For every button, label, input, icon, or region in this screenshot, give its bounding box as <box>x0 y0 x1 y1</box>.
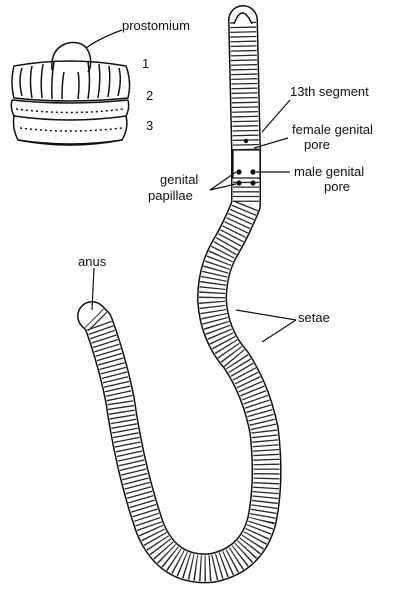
label-male-genital-pore: male genital pore <box>294 164 368 194</box>
label-setae: setae <box>298 310 330 325</box>
anterior-end-detail <box>11 30 129 145</box>
label-13th-segment: 13th segment <box>290 84 369 99</box>
label-segment-1: 1 <box>142 56 149 71</box>
label-genital-papillae-line2: papillae <box>148 188 193 203</box>
label-male-genital-pore-line2: pore <box>324 179 350 194</box>
label-genital-papillae: genital papillae <box>148 172 202 203</box>
label-segment-2: 2 <box>146 88 153 103</box>
label-male-genital-pore-line1: male genital <box>294 164 364 179</box>
label-female-genital-pore-line2: pore <box>304 137 330 152</box>
label-segment-3: 3 <box>146 118 153 133</box>
label-anus: anus <box>78 254 107 269</box>
label-leaders <box>92 100 296 342</box>
label-genital-papillae-line1: genital <box>160 172 198 187</box>
label-female-genital-pore-line1: female genital <box>292 122 373 137</box>
label-female-genital-pore: female genital pore <box>292 122 377 152</box>
label-prostomium: prostomium <box>122 18 190 33</box>
earthworm-body <box>92 13 267 568</box>
